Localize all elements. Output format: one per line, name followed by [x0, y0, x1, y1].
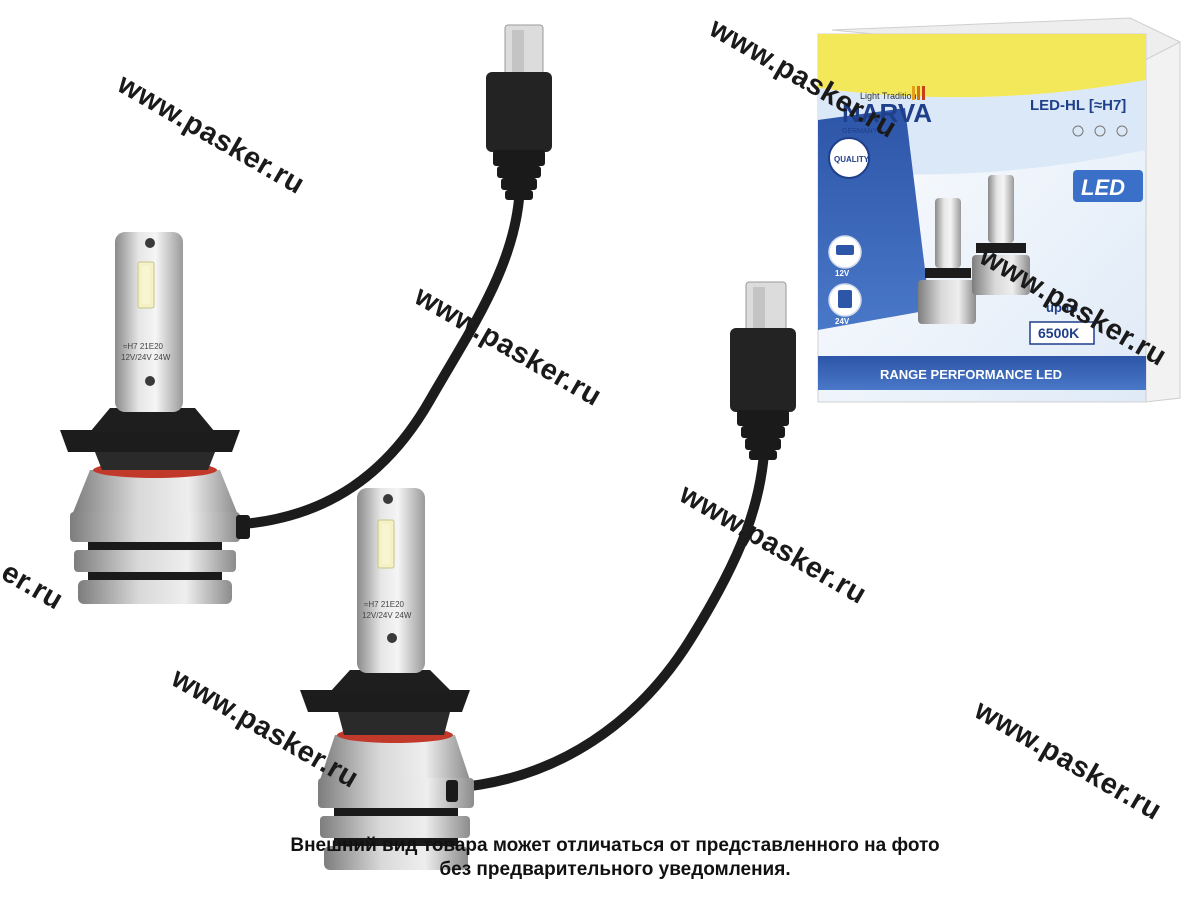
package-origin: GERMANY — [842, 128, 878, 135]
bulb-left-collar — [60, 408, 240, 470]
package-up-to: up to — [1046, 300, 1078, 315]
bulb-right-marking-line2: 12V/24V 24W — [362, 611, 412, 620]
bulb-left-heatsink — [70, 462, 250, 604]
quality-badge: QUALITY — [828, 137, 870, 179]
disclaimer: Внешний вид товара может отличаться от п… — [200, 834, 1030, 882]
color-temp-badge: 6500K — [1029, 321, 1095, 345]
voltage-24v-badge: 24V — [828, 283, 862, 326]
product-package: Light Tradition NARVA GERMANY QUALITY LE… — [817, 17, 1181, 403]
narva-logo: Light Tradition NARVA GERMANY — [842, 86, 932, 135]
voltage-24v-text: 24V — [835, 317, 850, 326]
bulb-right-body: ≈H7 21E20 12V/24V 24W — [357, 488, 425, 673]
package-brand: NARVA — [842, 98, 932, 128]
bulb-right-marking-line1: ≈H7 21E20 — [364, 600, 405, 609]
disclaimer-line2: без предварительного уведомления. — [439, 859, 791, 880]
package-mode-icons — [1072, 125, 1128, 137]
led-badge-text: LED — [1081, 175, 1125, 200]
bulb-left-marking-line1: ≈H7 21E20 — [123, 342, 164, 351]
led-bulb-left: ≈H7 21E20 12V/24V 24W — [60, 24, 552, 604]
voltage-12v-text: 12V — [835, 269, 850, 278]
led-bulb-right: ≈H7 21E20 12V/24V 24W — [300, 281, 796, 870]
led-badge: LED — [1073, 170, 1143, 202]
package-tagline: Light Tradition — [860, 91, 917, 101]
bulb-left-cable — [225, 175, 525, 530]
bulb-left-body: ≈H7 21E20 12V/24V 24W — [115, 232, 183, 412]
package-product: LED-HL [≈H7] — [1030, 97, 1126, 114]
package-color-temp: 6500K — [1038, 325, 1079, 341]
bulb-left-marking-line2: 12V/24V 24W — [121, 353, 171, 362]
bulb-left-connector — [486, 24, 552, 200]
bulb-right-connector — [730, 281, 796, 460]
bulb-right-cable — [447, 425, 770, 793]
package-range: RANGE PERFORMANCE LED — [880, 367, 1062, 382]
disclaimer-line1: Внешний вид товара может отличаться от п… — [290, 835, 940, 856]
bulb-right-collar — [300, 670, 470, 735]
voltage-12v-badge: 12V — [828, 235, 862, 278]
package-bulb-image — [918, 175, 1030, 324]
quality-badge-text: QUALITY — [834, 155, 870, 164]
